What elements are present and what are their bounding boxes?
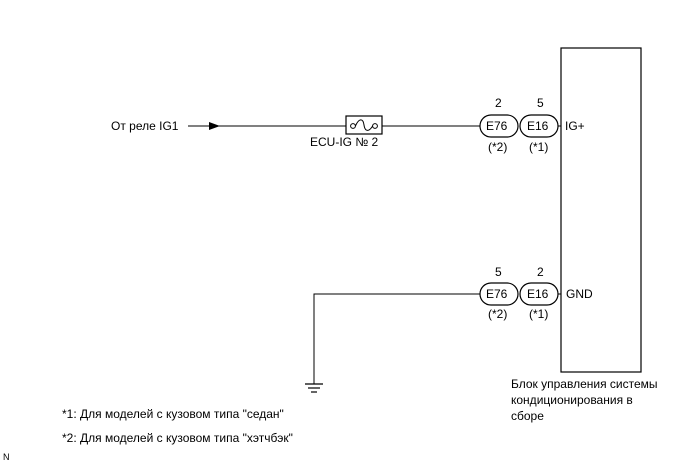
gnd-terminal-label: GND xyxy=(566,287,593,301)
ig-connector-1-code: E76 xyxy=(486,119,508,133)
ecu-label-line-1: Блок управления системы xyxy=(511,377,658,391)
source-label: От реле IG1 xyxy=(111,119,179,133)
gnd-connector-1-note: (*2) xyxy=(488,307,507,321)
gnd-connector-2-code: E16 xyxy=(527,287,549,301)
fuse-label: ECU-IG № 2 xyxy=(310,135,379,149)
footnote-1: *1: Для моделей с кузовом типа "седан" xyxy=(62,407,284,421)
gnd-connector-1-code: E76 xyxy=(486,287,508,301)
gnd-connector-2-note: (*1) xyxy=(529,307,548,321)
ig-connector-1-pin: 2 xyxy=(495,96,502,110)
ecu-label-line-2: кондиционирования в xyxy=(511,393,633,407)
fuse-icon xyxy=(345,115,383,135)
gnd-connector-1-pin: 5 xyxy=(495,265,502,279)
ig-terminal-label: IG+ xyxy=(565,119,585,133)
footnote-2: *2: Для моделей с кузовом типа "хэтчбэк" xyxy=(62,431,293,445)
arrow-head-icon xyxy=(209,122,220,130)
gnd-connector-2-pin: 2 xyxy=(537,265,544,279)
ig-connector-1 xyxy=(479,114,519,138)
ig-connector-2-pin: 5 xyxy=(537,96,544,110)
gnd-wire xyxy=(313,293,480,384)
ecu-label-line-3: сборе xyxy=(511,409,544,423)
ground-icon xyxy=(305,383,323,393)
ig-connector-2-code: E16 xyxy=(527,119,549,133)
ig-connector-1-note: (*2) xyxy=(488,140,507,154)
corner-mark: N xyxy=(3,452,10,462)
ecu-block xyxy=(560,47,642,373)
ig-connector-2-note: (*1) xyxy=(529,140,548,154)
